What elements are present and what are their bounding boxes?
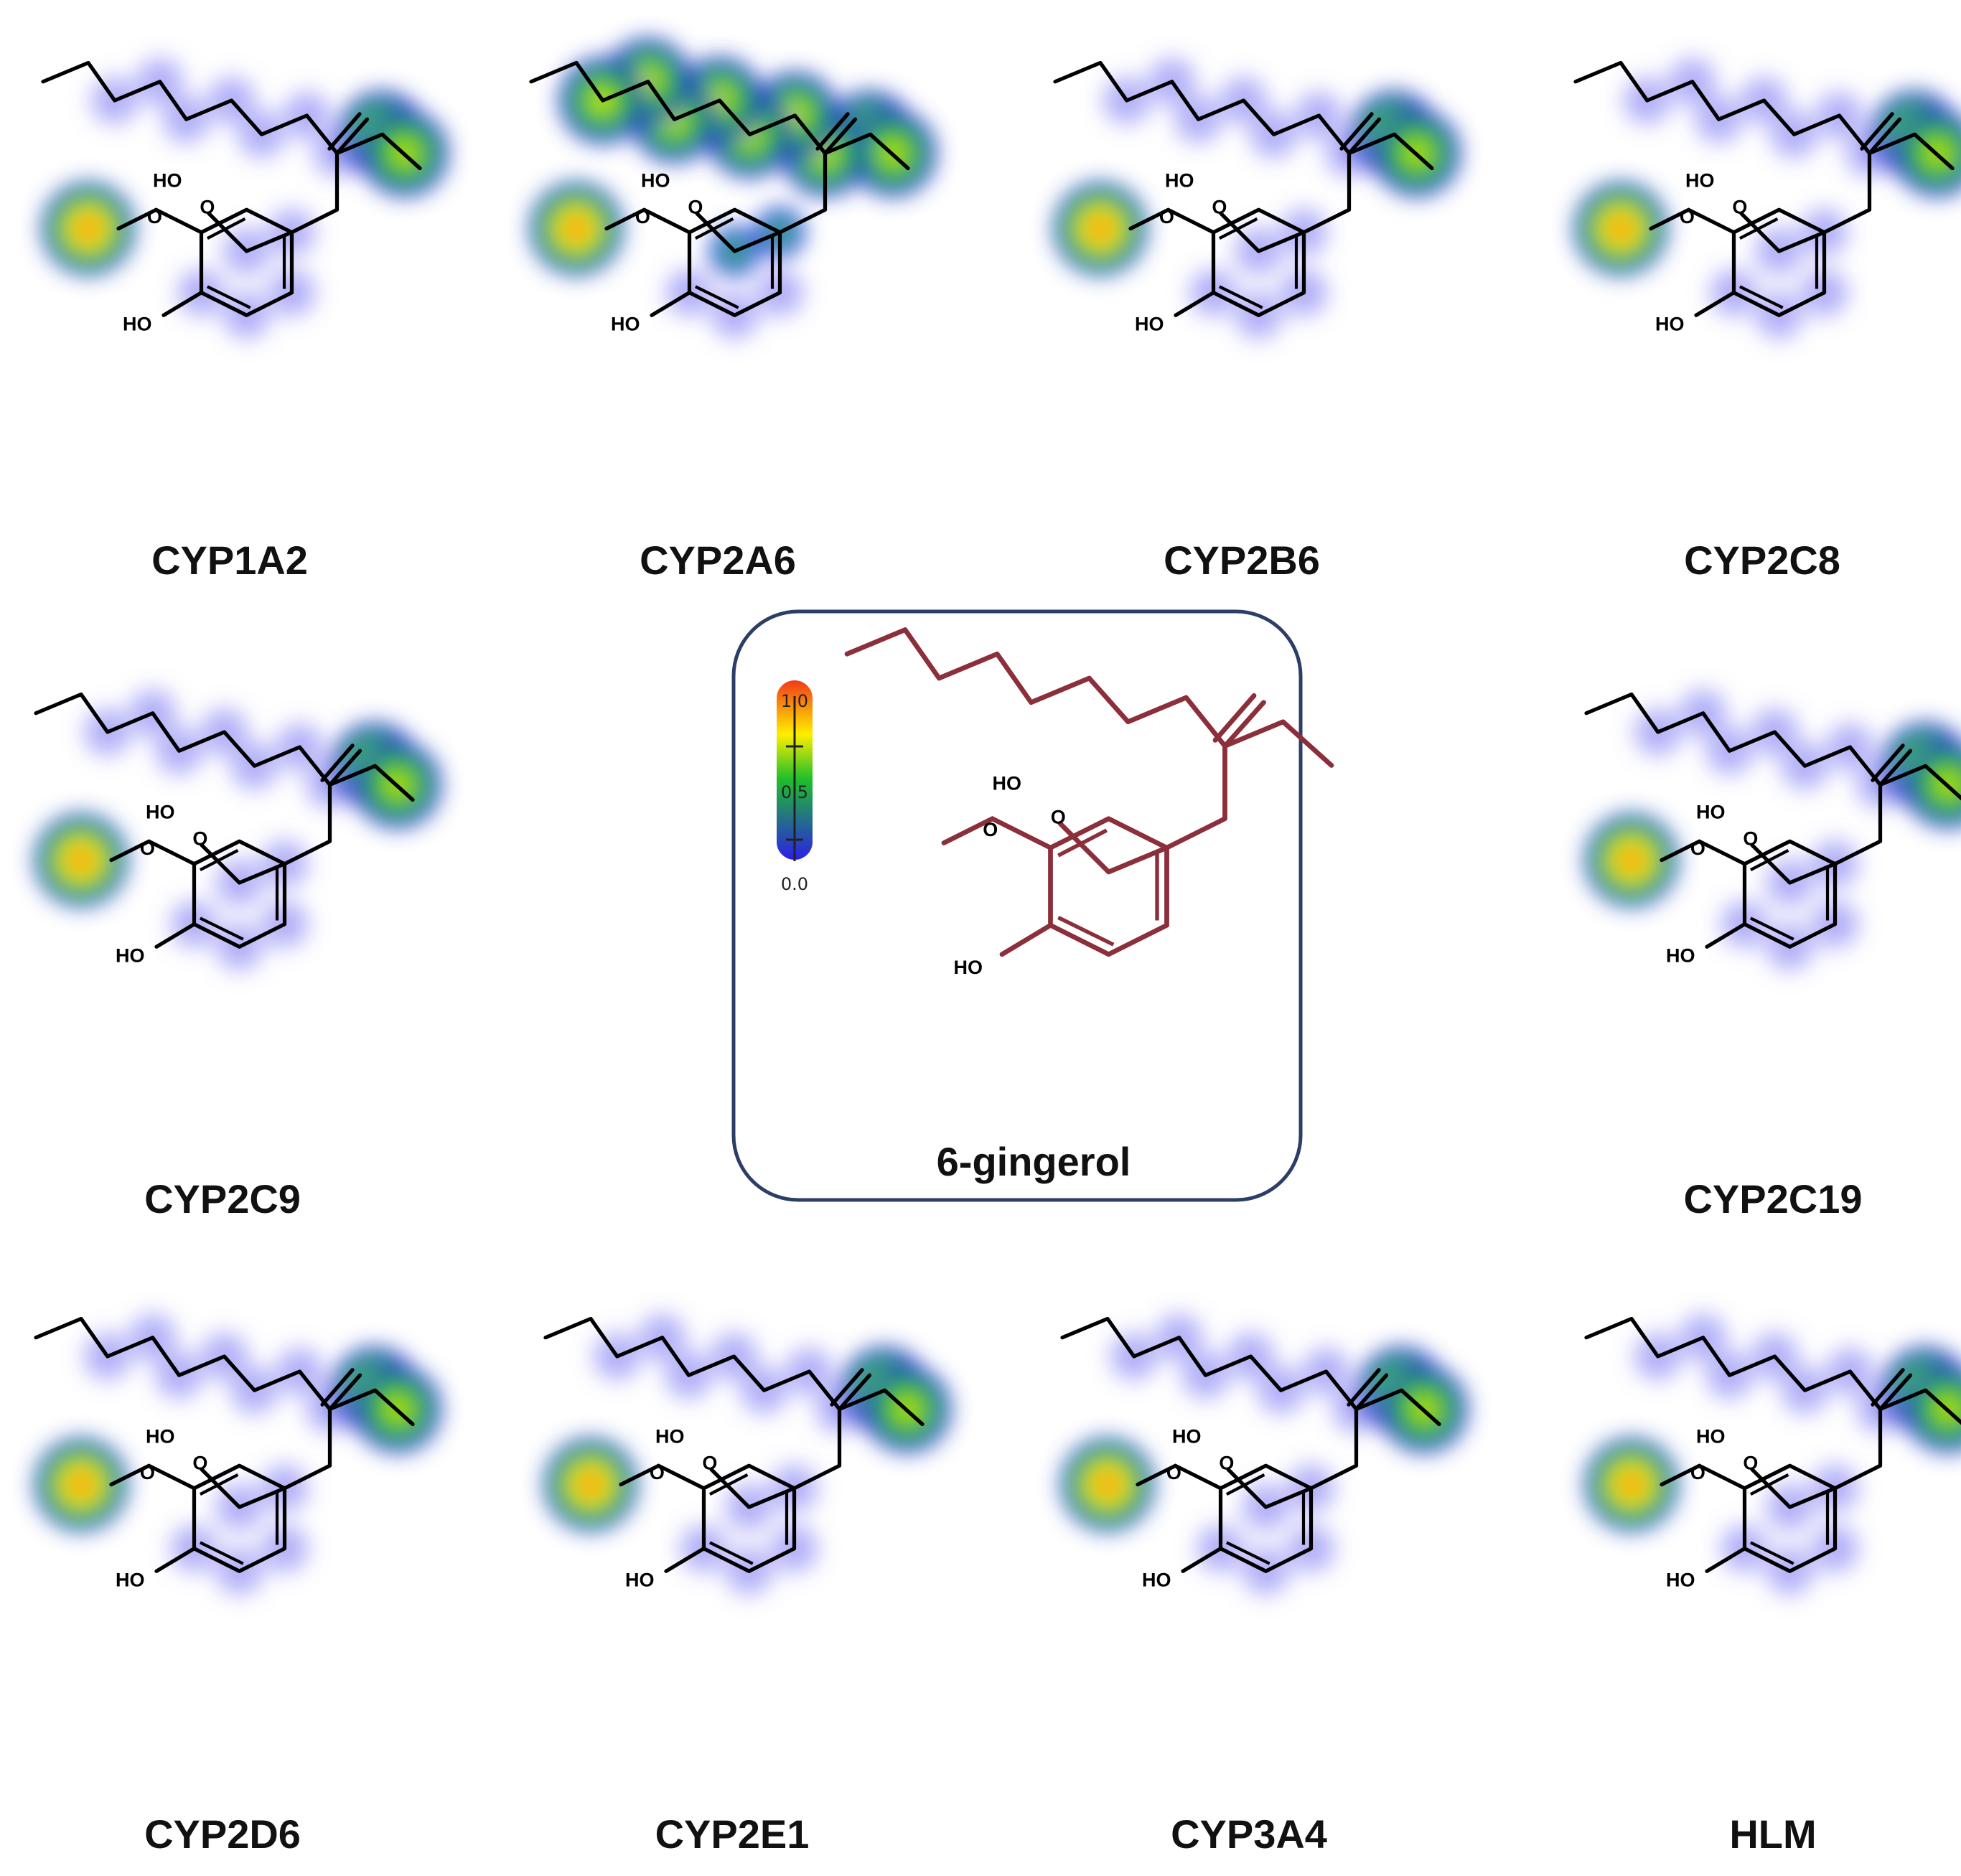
atom-keto-o: O bbox=[192, 1453, 207, 1474]
panel-label: CYP2C19 bbox=[1683, 1176, 1862, 1221]
heat-spot-terminal bbox=[1904, 1365, 1961, 1453]
atom-ho-ring: HO bbox=[1666, 944, 1695, 966]
center-molecule: HO O O HO bbox=[847, 630, 1331, 978]
atom-keto-o: O bbox=[1743, 1453, 1758, 1474]
center-molecule-name: 6-gingerol bbox=[937, 1139, 1131, 1184]
atom-keto-o: O bbox=[1743, 828, 1758, 850]
atom-methoxy-o: O bbox=[1680, 206, 1695, 228]
heat-spot-methoxy bbox=[543, 1438, 638, 1532]
atom-ho-side: HO bbox=[1172, 1426, 1201, 1448]
panel-cyp2c9: HO O O HO CYP2C9 bbox=[34, 688, 441, 1221]
atom-methoxy-o: O bbox=[635, 206, 650, 228]
atom-ho-ring: HO bbox=[116, 944, 144, 966]
panel-label: CYP1A2 bbox=[151, 538, 308, 583]
atom-ho-side: HO bbox=[146, 802, 174, 823]
atom-ho-side: HO bbox=[1696, 1426, 1725, 1448]
panel-label: HLM bbox=[1729, 1811, 1816, 1857]
atom-ho-ring: HO bbox=[1142, 1569, 1171, 1590]
heat-spot-terminal bbox=[1904, 741, 1961, 829]
atom-methoxy-o: O bbox=[140, 1462, 155, 1483]
heat-spot-methoxy bbox=[1584, 813, 1679, 907]
center-panel-frame bbox=[731, 609, 1303, 1202]
panel-cyp2a6: HO O O HO CYP2A6 bbox=[529, 37, 937, 583]
panel-label: CYP2C9 bbox=[144, 1176, 301, 1221]
panel-cyp2b6: HO O O HO CYP2B6 bbox=[1054, 56, 1461, 583]
atom-keto-o: O bbox=[1051, 807, 1066, 828]
atom-keto-o: O bbox=[1732, 197, 1747, 218]
atom-ho-side: HO bbox=[641, 170, 670, 192]
heatmap-overlay bbox=[34, 688, 441, 972]
atom-ho-side: HO bbox=[993, 772, 1022, 794]
atom-ho-side: HO bbox=[655, 1426, 684, 1448]
panel-label: CYP2B6 bbox=[1164, 538, 1320, 583]
panel-cyp1a2: HO O O HO CYP1A2 bbox=[42, 56, 449, 583]
heatmap-overlay bbox=[1573, 56, 1961, 341]
heat-spot-methoxy bbox=[41, 182, 136, 276]
atom-methoxy-o: O bbox=[1690, 838, 1705, 859]
panel-label: CYP2A6 bbox=[640, 538, 796, 583]
atom-ho-ring: HO bbox=[1666, 1569, 1695, 1590]
atom-methoxy-o: O bbox=[140, 838, 155, 859]
heat-spot-methoxy bbox=[34, 813, 128, 907]
atom-keto-o: O bbox=[192, 828, 207, 850]
atom-ho-ring: HO bbox=[1655, 313, 1684, 334]
atom-keto-o: O bbox=[702, 1453, 717, 1474]
atom-methoxy-o: O bbox=[147, 206, 162, 228]
panel-hlm: HO O O HO HLM bbox=[1585, 1312, 1961, 1857]
atom-methoxy-o: O bbox=[1690, 1462, 1705, 1483]
atom-ho-ring: HO bbox=[954, 957, 983, 978]
heatmap-overlay bbox=[1060, 1312, 1468, 1597]
heat-scale-label-top: 1.0 bbox=[781, 691, 808, 711]
heat-scale: 1.0 0.5 0.0 bbox=[777, 680, 813, 894]
atom-methoxy-o: O bbox=[1166, 1462, 1181, 1483]
atom-ho-ring: HO bbox=[116, 1569, 144, 1590]
atom-ho-side: HO bbox=[153, 170, 182, 192]
atom-keto-o: O bbox=[688, 197, 703, 218]
panel-label: CYP3A4 bbox=[1171, 1811, 1327, 1857]
atom-methoxy-o: O bbox=[650, 1462, 665, 1483]
atom-ho-ring: HO bbox=[625, 1569, 654, 1590]
panel-cyp2e1: HO O O HO CYP2E1 bbox=[544, 1312, 951, 1857]
heatmap-overlay bbox=[34, 1312, 441, 1597]
heat-spot-methoxy bbox=[1060, 1438, 1155, 1532]
heat-scale-label-mid: 0.5 bbox=[781, 782, 808, 802]
panel-cyp2d6: HO O O HO CYP2D6 bbox=[34, 1312, 441, 1857]
panel-cyp3a4: HO O O HO CYP3A4 bbox=[1061, 1312, 1468, 1857]
atom-ho-side: HO bbox=[1685, 170, 1714, 192]
atom-ho-ring: HO bbox=[1135, 313, 1164, 334]
heatmap-overlay bbox=[1584, 1312, 1961, 1597]
heat-spot-methoxy bbox=[1053, 182, 1148, 276]
heatmap-overlay bbox=[543, 1312, 951, 1597]
atom-keto-o: O bbox=[1212, 197, 1227, 218]
atom-ho-side: HO bbox=[146, 1426, 174, 1448]
atom-ho-side: HO bbox=[1165, 170, 1194, 192]
heat-scale-label-bottom: 0.0 bbox=[781, 874, 808, 894]
panel-grid: HOOOHOCYP1A2HOOOHOCYP2A6HOOOHOCYP2B6HOOO… bbox=[34, 37, 1961, 1857]
center-panel: 1.0 0.5 0.0 HO O O HO 6-gingerol bbox=[731, 609, 1331, 1202]
panel-label: CYP2C8 bbox=[1684, 538, 1840, 583]
heat-spot-methoxy bbox=[1573, 182, 1668, 276]
heat-spot-methoxy bbox=[34, 1438, 128, 1532]
atom-ho-ring: HO bbox=[611, 313, 640, 334]
panel-label: CYP2E1 bbox=[655, 1811, 810, 1857]
heatmap-overlay bbox=[1053, 56, 1461, 341]
atom-methoxy-o: O bbox=[1159, 206, 1174, 228]
panel-cyp2c8: HO O O HO CYP2C8 bbox=[1574, 56, 1961, 583]
heatmap-overlay bbox=[41, 56, 449, 341]
atom-keto-o: O bbox=[200, 197, 215, 218]
heat-spot-terminal bbox=[1894, 109, 1961, 197]
heat-spot-methoxy bbox=[1584, 1438, 1679, 1532]
atom-ho-side: HO bbox=[1696, 802, 1725, 823]
panel-label: CYP2D6 bbox=[144, 1811, 301, 1857]
panel-cyp2c19: HO O O HO CYP2C19 bbox=[1585, 688, 1961, 1221]
atom-keto-o: O bbox=[1219, 1453, 1234, 1474]
atom-methoxy-o: O bbox=[983, 819, 998, 840]
atom-ho-ring: HO bbox=[123, 313, 151, 334]
heat-spot-methoxy bbox=[529, 182, 624, 276]
